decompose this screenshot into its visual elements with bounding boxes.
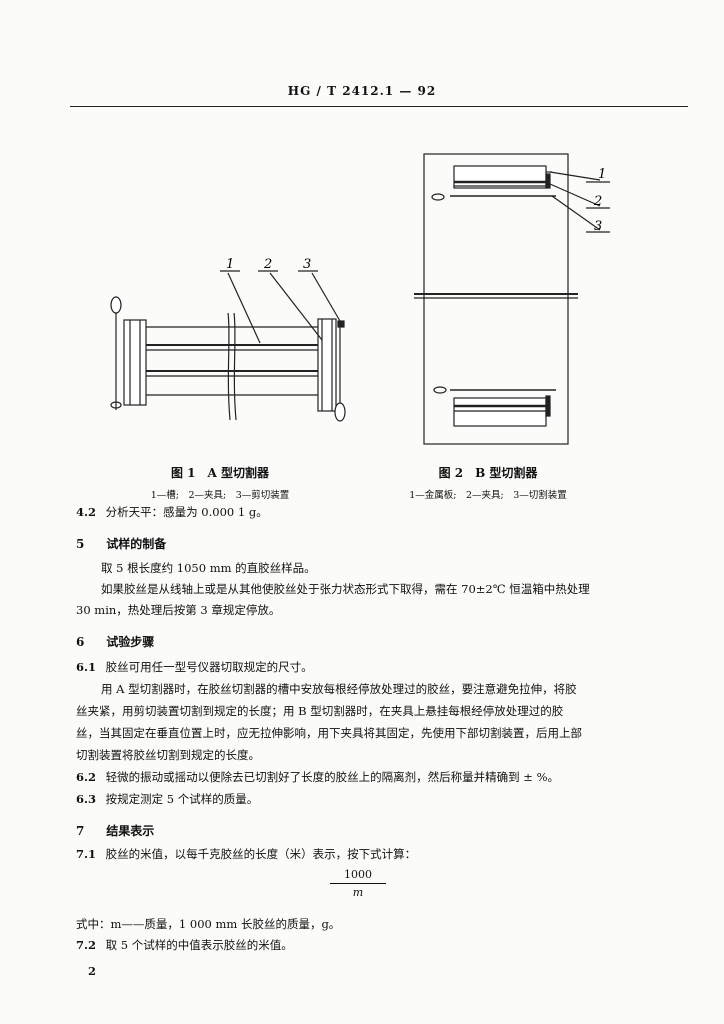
figure-2-callout-1: 1 — [598, 167, 606, 182]
figure-2-callout-2: 2 — [593, 194, 602, 209]
item-6-1-line-2: 用 A 型切割器时，在胶丝切割器的槽中安放每根经停放处理过的胶丝，要注意避免拉伸… — [101, 682, 577, 696]
standard-number-header: HG / T 2412.1 — 92 — [287, 84, 437, 98]
item-6-1-line-3: 丝夹紧，用剪切装置切割到规定的长度；用 B 型切割器时，在夹具上悬挂每根经停放处… — [76, 704, 564, 718]
figure-1-callout-3: 3 — [303, 257, 311, 272]
left-handle-base — [110, 401, 122, 409]
figure-1-caption: 图 1 A 型切割器 — [170, 466, 270, 480]
fraction-bar — [330, 883, 386, 884]
item-6-2: 6.2 轻微的振动或摇动以便除去已切割好了长度的胶丝上的隔离剂，然后称量并精确到… — [76, 770, 560, 784]
formula-denominator: m — [352, 886, 364, 899]
item-7-2: 7.2 取 5 个试样的中值表示胶丝的米值。 — [76, 938, 293, 952]
item-6-3: 6.3 按规定测定 5 个试样的质量。 — [76, 792, 259, 806]
section-5-heading: 5 试样的制备 — [76, 537, 167, 551]
item-text: 分析天平：感量为 0.000 1 g。 — [105, 505, 268, 519]
top-clamp — [453, 165, 547, 189]
figure-2-b-type-cutter: 1 2 3 — [414, 153, 610, 445]
top-cutter-knob — [431, 193, 445, 201]
cutter-handle-knob — [334, 402, 346, 422]
formula-where-clause: 式中：m——质量，1 000 mm 长胶丝的质量，g。 — [76, 917, 341, 931]
item-number: 4.2 — [76, 505, 97, 519]
center-break-post — [227, 312, 231, 421]
section-5-para-2-line-2: 30 min，热处理后按第 3 章规定停放。 — [76, 603, 281, 617]
left-handle-knob — [110, 296, 122, 314]
section-7-heading: 7 结果表示 — [76, 824, 155, 838]
figure-2-callout-3: 3 — [594, 219, 602, 234]
section-5-para-2-line-1: 如果胶丝是从线轴上或是从其他使胶丝处于张力状态形式下取得，需在 70±2℃ 恒温… — [101, 582, 590, 596]
figure-2-legend: 1—金属板; 2—夹具; 3—切割装置 — [409, 490, 567, 501]
right-clamp-block — [317, 318, 337, 412]
item-6-1: 6.1 胶丝可用任一型号仪器切取规定的尺寸。 — [76, 660, 313, 674]
figure-1-callout-1: 1 — [226, 257, 234, 272]
figure-1-callout-2: 2 — [263, 257, 272, 272]
figure-1-legend: 1—槽; 2—夹具; 3—剪切装置 — [150, 490, 290, 501]
bottom-clamp — [453, 397, 547, 427]
meter-value-formula: 1000 m — [330, 868, 386, 899]
figure-2-caption: 图 2 B 型切割器 — [438, 466, 538, 480]
section-5-para-1: 取 5 根长度约 1050 mm 的直胶丝样品。 — [101, 561, 316, 575]
formula-numerator: 1000 — [344, 868, 372, 881]
section-6-heading: 6 试验步骤 — [76, 635, 155, 649]
item-6-1-line-4: 丝，当其固定在垂直位置上时，应无拉伸影响，用下夹具将其固定，先使用下部切割装置，… — [76, 726, 582, 740]
item-4-2: 4.2 分析天平：感量为 0.000 1 g。 — [76, 505, 268, 520]
bottom-cutter-knob — [433, 386, 447, 394]
item-6-1-line-5: 切割装置将胶丝切割到规定的长度。 — [76, 748, 260, 762]
left-clamp-block — [123, 319, 147, 406]
figure-1-a-type-cutter: 1 2 3 — [110, 257, 346, 422]
page-number: 2 — [88, 964, 97, 978]
item-7-1: 7.1 胶丝的米值，以每千克胶丝的长度（米）表示，按下式计算： — [76, 847, 417, 861]
header-rule — [70, 106, 688, 107]
metal-board — [423, 153, 569, 445]
